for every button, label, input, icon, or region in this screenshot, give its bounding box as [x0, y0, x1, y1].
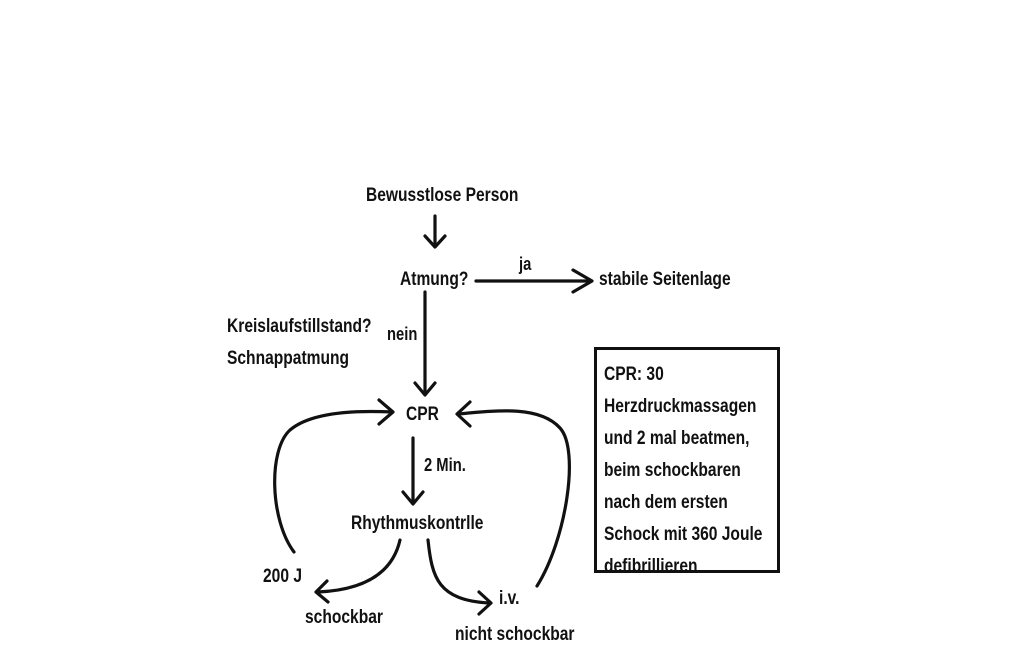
loop-shockable-to-cpr	[273, 409, 394, 554]
arrow-rhythm-to-not-shockable	[426, 538, 491, 605]
info-line: Schock mit 360 Joule	[604, 524, 763, 545]
arrowhead-loop-shockable	[377, 398, 395, 426]
node-iv: i.v.	[499, 588, 520, 609]
info-line: und 2 mal beatmen,	[604, 428, 750, 449]
loop-iv-to-cpr	[456, 409, 571, 588]
info-line: CPR: 30	[604, 364, 664, 385]
node-breathing: Atmung?	[400, 269, 469, 290]
info-line: nach dem ersten	[604, 492, 728, 513]
info-line: Herzdruckmassagen	[604, 396, 757, 417]
node-not-shockable: nicht schockbar	[455, 624, 575, 645]
cpr-info-box: CPR: 30 Herzdruckmassagen und 2 mal beat…	[594, 347, 780, 577]
arrowhead-breathing-to-recovery	[571, 268, 594, 294]
arrowhead-rhythm-to-shockable	[314, 579, 330, 604]
arrow-rhythm-to-shockable	[316, 538, 402, 594]
edge-label-yes: ja	[519, 254, 532, 274]
arrowhead-cpr-to-rhythm	[401, 490, 425, 506]
node-cpr: CPR	[406, 404, 439, 425]
node-shockable: schockbar	[305, 607, 383, 628]
info-line: beim schockbaren	[604, 460, 741, 481]
info-line: defibrillieren	[604, 556, 698, 577]
edge-label-interval: 2 Min.	[424, 455, 466, 475]
node-start: Bewusstlose Person	[366, 185, 519, 206]
node-gasping: Schnappatmung	[227, 348, 350, 369]
node-energy: 200 J	[263, 566, 302, 587]
node-recovery-position: stabile Seitenlage	[599, 269, 731, 290]
arrowhead-breathing-to-cpr	[413, 381, 437, 397]
arrowhead-start-to-breathing	[423, 234, 447, 249]
node-rhythm-check: Rhythmuskontrlle	[351, 513, 484, 534]
arrowhead-rhythm-to-not-shockable	[477, 590, 493, 616]
node-arrest-question: Kreislaufstillstand?	[227, 316, 372, 337]
arrowhead-loop-iv	[455, 400, 472, 428]
edge-label-no: nein	[387, 324, 418, 344]
